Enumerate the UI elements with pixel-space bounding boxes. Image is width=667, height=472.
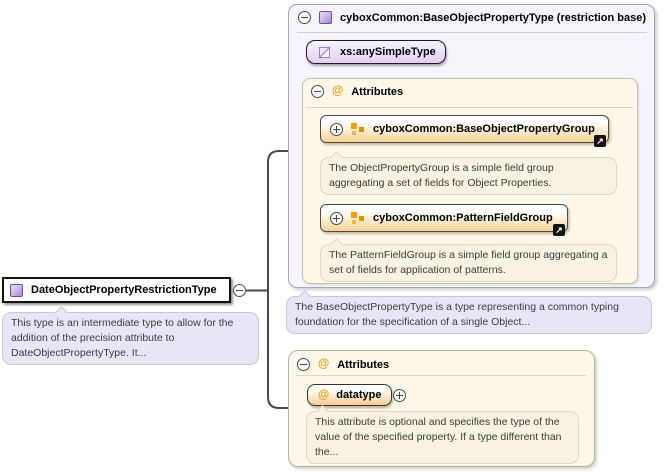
goto-definition-icon[interactable]: ↗ — [553, 224, 565, 236]
base-note-text: The BaseObjectPropertyType is a type rep… — [295, 301, 619, 328]
attributes-separator — [296, 375, 586, 376]
root-collapse-toggle[interactable] — [233, 284, 246, 297]
attribute-group-icon — [351, 122, 364, 135]
base-attributes-header[interactable]: @ Attributes — [311, 85, 403, 98]
expand-toggle[interactable] — [393, 389, 406, 402]
header-separator — [297, 32, 647, 33]
attribute-note-text: This attribute is optional and specifies… — [315, 416, 562, 458]
attribute-group-label: cyboxCommon:BaseObjectPropertyGroup — [373, 123, 595, 135]
base-type-note: The BaseObjectPropertyType is a type rep… — [286, 290, 652, 334]
complex-type-icon — [319, 11, 332, 24]
group-note-text: The ObjectPropertyGroup is a simple fiel… — [329, 162, 554, 189]
group-note: The PatternFieldGroup is a simple field … — [320, 238, 617, 282]
root-type-label: DateObjectPropertyRestrictionType — [31, 284, 217, 296]
own-attributes-box: @ Attributes @ datatype This attribute i… — [288, 350, 595, 467]
group-note: The ObjectPropertyGroup is a simple fiel… — [320, 151, 617, 195]
expand-toggle[interactable] — [330, 211, 343, 225]
supertype-badge[interactable]: xs:anySimpleType — [306, 40, 446, 64]
own-attributes-header[interactable]: @ Attributes — [297, 358, 389, 371]
base-collapse-toggle[interactable] — [298, 11, 311, 24]
attributes-collapse-toggle[interactable] — [297, 358, 310, 371]
attribute-group-icon — [351, 211, 364, 224]
complex-type-icon — [10, 283, 23, 297]
attributes-separator — [306, 107, 633, 108]
goto-definition-icon[interactable]: ↗ — [594, 135, 606, 147]
attribute-label: datatype — [336, 389, 382, 401]
attributes-collapse-toggle[interactable] — [311, 85, 324, 98]
simple-type-icon — [318, 45, 331, 59]
attribute-badge[interactable]: @ datatype — [307, 384, 393, 406]
group-note-text: The PatternFieldGroup is a simple field … — [329, 249, 608, 276]
attribute-icon: @ — [318, 388, 330, 401]
attribute-icon: @ — [318, 358, 330, 370]
expand-toggle[interactable] — [330, 122, 343, 136]
supertype-label: xs:anySimpleType — [340, 46, 436, 58]
root-type-box[interactable]: DateObjectPropertyRestrictionType — [2, 277, 231, 303]
attributes-title: Attributes — [351, 85, 404, 98]
base-attributes-panel: @ Attributes cyboxCommon:BaseObjectPrope… — [302, 78, 638, 284]
base-type-header[interactable]: cyboxCommon:BaseObjectPropertyType (rest… — [298, 11, 646, 24]
attribute-group-badge[interactable]: cyboxCommon:BaseObjectPropertyGroup ↗ — [320, 115, 609, 147]
attribute-note: This attribute is optional and specifies… — [306, 405, 579, 464]
attribute-icon: @ — [332, 85, 344, 97]
attribute-group-badge[interactable]: cyboxCommon:PatternFieldGroup ↗ — [320, 204, 568, 236]
attribute-group-label: cyboxCommon:PatternFieldGroup — [373, 212, 553, 224]
attributes-title: Attributes — [337, 358, 390, 371]
base-type-title: cyboxCommon:BaseObjectPropertyType (rest… — [340, 11, 647, 24]
base-type-box: cyboxCommon:BaseObjectPropertyType (rest… — [288, 4, 655, 288]
root-note-text: This type is an intermediate type to all… — [11, 317, 234, 359]
root-type-note: This type is an intermediate type to all… — [2, 306, 259, 365]
